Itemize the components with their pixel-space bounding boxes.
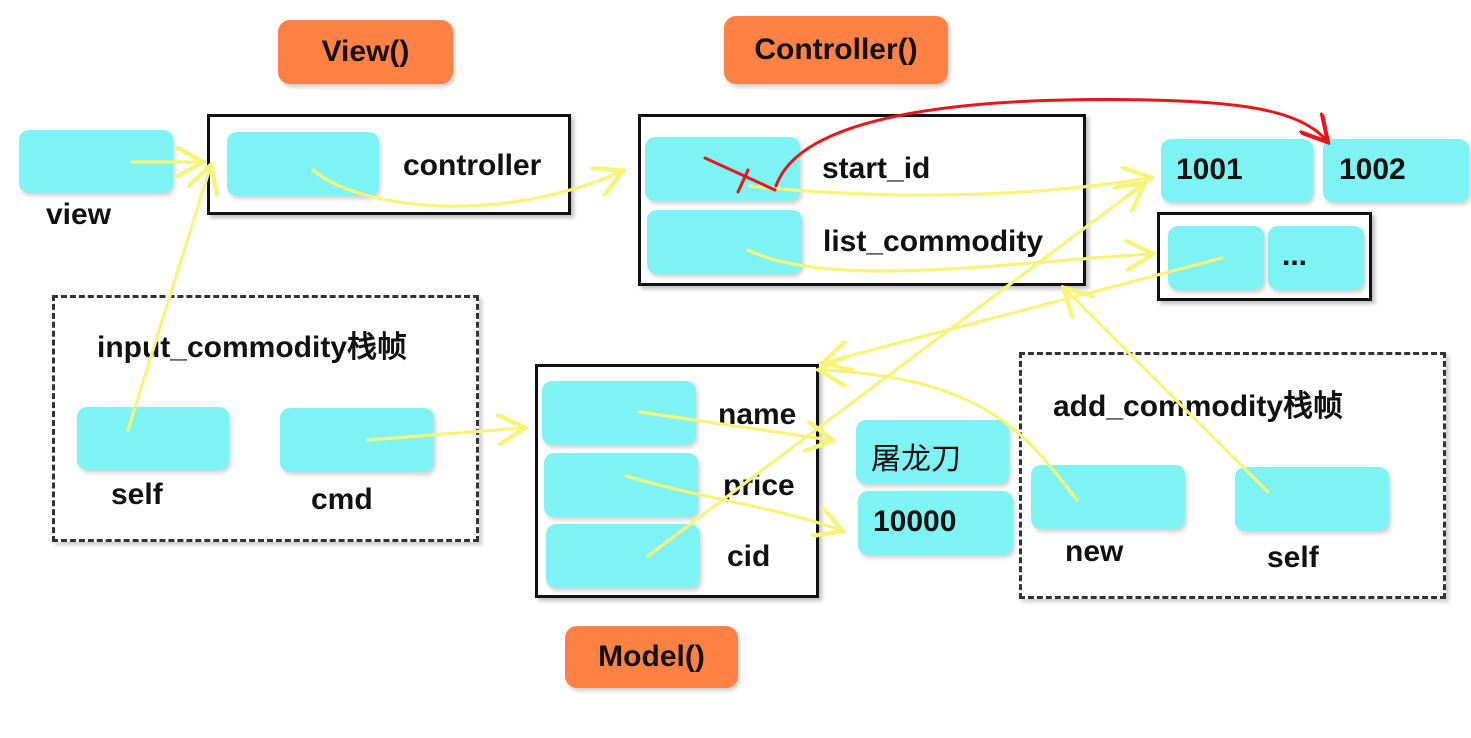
controller-list-cell [647, 210, 802, 274]
controller-start-id-label: start_id [822, 152, 931, 185]
input-frame-title: input_commodity栈帧 [97, 331, 408, 364]
input-cmd-label: cmd [311, 483, 373, 516]
input-cmd-cell [280, 408, 434, 472]
model-callout: Model() [565, 626, 738, 688]
add-new-label: new [1065, 535, 1124, 568]
price-value: 10000 [873, 505, 957, 538]
model-cid-label: cid [727, 540, 771, 573]
model-callout-label: Model() [598, 640, 705, 673]
id-value-1002: 1002 [1339, 153, 1406, 186]
view-callout-label: View() [321, 35, 410, 68]
add-frame-title: add_commodity栈帧 [1053, 390, 1344, 423]
list-more-label: ... [1282, 239, 1308, 272]
list-item-cell [1168, 226, 1264, 290]
view-variable-cell [19, 130, 173, 193]
controller-list-label: list_commodity [823, 225, 1044, 258]
view-variable-label: view [46, 198, 112, 231]
input-commodity-frame: input_commodity栈帧 self cmd [52, 295, 479, 542]
input-self-label: self [111, 478, 163, 511]
view-controller-cell [227, 132, 379, 196]
id-value-1001: 1001 [1176, 153, 1243, 186]
model-price-cell [544, 453, 698, 517]
add-self-cell [1235, 467, 1389, 531]
view-callout: View() [278, 20, 453, 84]
model-name-label: name [718, 398, 797, 431]
model-object: name price cid [535, 364, 819, 598]
commodity-list-object: ... [1157, 212, 1372, 301]
add-self-label: self [1267, 541, 1319, 574]
input-self-cell [77, 407, 229, 470]
model-price-label: price [723, 469, 795, 502]
controller-callout-label: Controller() [754, 33, 918, 66]
add-new-cell [1031, 465, 1185, 529]
list-more-cell [1268, 226, 1364, 290]
model-cid-cell [546, 524, 700, 588]
model-name-cell [542, 381, 696, 445]
add-commodity-frame: add_commodity栈帧 new self [1019, 352, 1446, 599]
controller-object: start_id list_commodity [638, 114, 1086, 286]
view-controller-field-label: controller [403, 149, 542, 182]
name-value: 屠龙刀 [871, 442, 961, 477]
view-object: controller [207, 114, 571, 215]
id-value-1002-cell [1323, 139, 1469, 202]
controller-start-id-cell [645, 137, 800, 201]
controller-callout: Controller() [724, 16, 948, 84]
